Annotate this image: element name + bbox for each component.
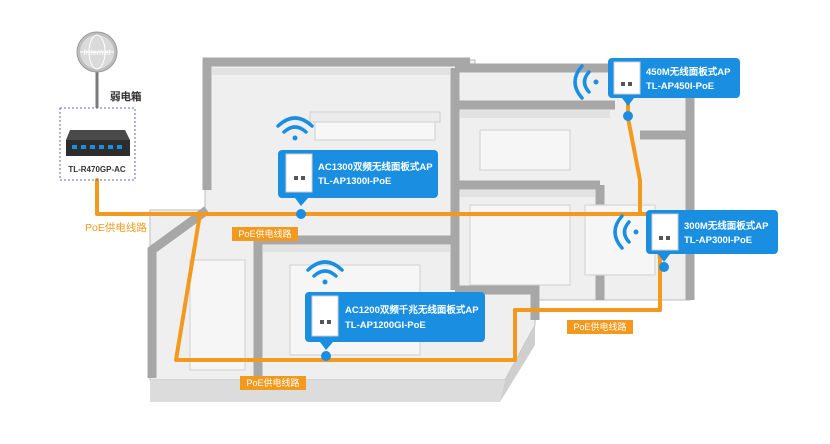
- ap-name: AC1200双频千兆无线面板式AP: [345, 304, 479, 316]
- poe-tag-2: PoE供电线路: [240, 376, 306, 390]
- poe-tag-3: PoE供电线路: [567, 320, 633, 334]
- wifi-icon: [613, 214, 639, 250]
- poe-main-label: PoE供电线路: [85, 221, 147, 234]
- ap-model: TL-AP1300I-PoE: [318, 176, 391, 187]
- closet-label: 弱电箱: [110, 90, 142, 103]
- ap-model: TL-AP300I-PoE: [684, 235, 752, 246]
- poe-tag-1: PoE供电线路: [232, 227, 298, 241]
- ap-callout-450m: 450M无线面板式AP TL-AP450I-PoE: [608, 58, 740, 106]
- ap-callout-ac1300: AC1300双频无线面板式AP TL-AP1300I-PoE: [278, 150, 438, 206]
- wifi-icon: [573, 64, 599, 100]
- ap-name: 450M无线面板式AP: [646, 66, 731, 78]
- router-model: TL-R470GP-AC: [68, 165, 126, 174]
- ap-name: 300M无线面板式AP: [684, 220, 769, 232]
- closet-box: 弱电箱 TL-R470GP-AC: [59, 90, 142, 181]
- svg-text:PoE供电线路: PoE供电线路: [238, 228, 291, 239]
- house-floorplan: [147, 57, 695, 402]
- wifi-icon: [276, 116, 314, 141]
- ap-model: TL-AP1200GI-PoE: [345, 320, 426, 331]
- ap-callout-300m: 300M无线面板式AP TL-AP300I-PoE: [646, 210, 778, 262]
- internet-globe: Internet: [76, 31, 118, 108]
- ap-callout-ac1200: AC1200双频千兆无线面板式AP TL-AP1200GI-PoE: [305, 292, 485, 350]
- connection-dots: [296, 111, 669, 361]
- wifi-icon: [306, 260, 344, 285]
- router-device: [66, 130, 130, 156]
- internet-label: Internet: [83, 48, 111, 57]
- svg-text:PoE供电线路: PoE供电线路: [246, 377, 299, 388]
- ap-name: AC1300双频无线面板式AP: [318, 161, 433, 173]
- ap-model: TL-AP450I-PoE: [646, 81, 714, 92]
- sofa-furniture: [309, 111, 441, 141]
- svg-text:PoE供电线路: PoE供电线路: [573, 321, 626, 332]
